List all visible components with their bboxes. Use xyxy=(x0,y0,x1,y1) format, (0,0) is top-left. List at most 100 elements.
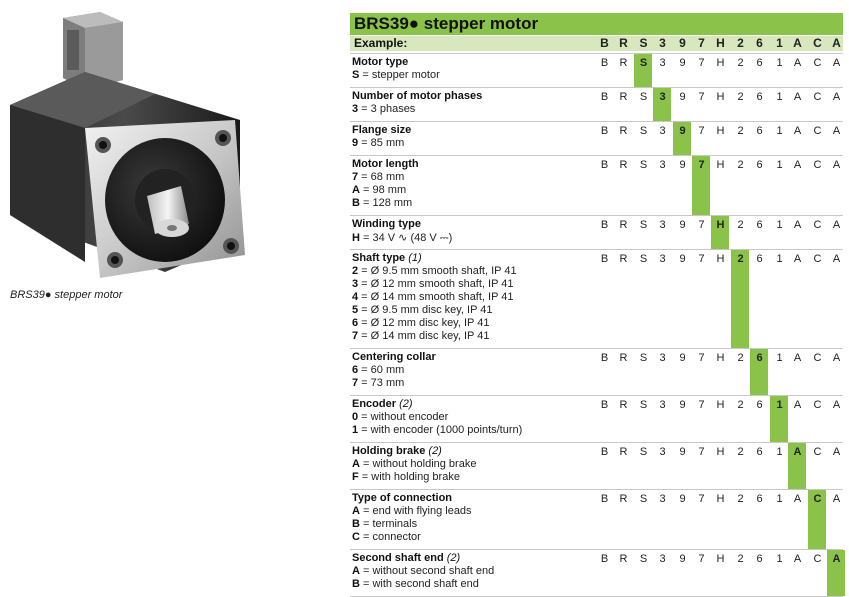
row-code-char: 6 xyxy=(756,91,763,103)
example-code-char: C xyxy=(813,36,822,50)
example-code-char: H xyxy=(716,36,725,50)
table-title: BRS39● stepper motor xyxy=(354,14,539,33)
row-code-char: H xyxy=(716,399,725,411)
row-title-note: (1) xyxy=(408,252,422,264)
option-line: 6 = 60 mm xyxy=(352,364,404,376)
option-code: 3 xyxy=(352,103,359,115)
option-code: 7 xyxy=(352,171,359,183)
row-code-char: 6 xyxy=(756,352,763,364)
option-text: = Ø 12 mm smooth shaft, IP 41 xyxy=(358,278,514,290)
option-text: = Ø 12 mm disc key, IP 41 xyxy=(358,317,490,329)
row-code-char: B xyxy=(600,446,609,458)
option-text: = without second shaft end xyxy=(359,565,495,577)
row-title-text: Second shaft end xyxy=(352,552,444,564)
highlight-column xyxy=(673,122,691,155)
row-code-char: H xyxy=(716,219,725,231)
option-code: 5 xyxy=(352,304,359,316)
row-code-char: 1 xyxy=(776,493,783,505)
row-code-char: 1 xyxy=(776,57,783,69)
row-code-char: 3 xyxy=(659,399,666,411)
row-title: Motor length xyxy=(352,158,419,170)
row-code-char: 1 xyxy=(776,352,783,364)
row-code-char: A xyxy=(793,125,802,137)
row-code-char: 7 xyxy=(698,352,705,364)
highlight-column xyxy=(770,396,788,442)
row-code-char: A xyxy=(832,253,841,265)
row-code-char: S xyxy=(639,253,648,265)
row-code-char: S xyxy=(639,125,648,137)
row-code-char: S xyxy=(639,553,648,565)
row-code-char: S xyxy=(639,446,648,458)
option-code: S xyxy=(352,69,360,81)
row-code-char: A xyxy=(793,553,802,565)
row-code-char: H xyxy=(716,493,725,505)
row-divider xyxy=(350,348,843,349)
row-code-char: A xyxy=(832,446,841,458)
row-title-text: Number of motor phases xyxy=(352,90,483,102)
row-code-char: 3 xyxy=(659,91,666,103)
row-title-note: (2) xyxy=(446,552,461,564)
row-code-char: 9 xyxy=(679,253,686,265)
row-code-char: 3 xyxy=(659,493,666,505)
row-code-char: B xyxy=(600,219,609,231)
row-title: Holding brake (2) xyxy=(352,445,442,457)
stepper-motor-photo xyxy=(10,12,245,278)
row-title-text: Holding brake xyxy=(352,445,426,457)
example-code-char: R xyxy=(619,36,628,50)
option-text: = Ø 9.5 mm smooth shaft, IP 41 xyxy=(358,265,517,277)
row-code-char: 2 xyxy=(737,57,744,69)
option-code: 9 xyxy=(352,137,359,149)
row-code-char: C xyxy=(813,125,822,137)
row-code-char: 1 xyxy=(776,219,783,231)
option-line: A = without holding brake xyxy=(352,458,476,470)
row-divider xyxy=(350,442,843,443)
row-code-char: H xyxy=(716,125,725,137)
row-code-char: 9 xyxy=(679,553,686,565)
row-code-char: 3 xyxy=(659,352,666,364)
row-divider xyxy=(350,87,843,88)
option-text: = 3 phases xyxy=(358,103,416,115)
row-code-char: 7 xyxy=(698,91,705,103)
row-code-char: A xyxy=(832,352,841,364)
row-code-char: 6 xyxy=(756,399,763,411)
option-text: = 85 mm xyxy=(358,137,405,149)
option-code: 1 xyxy=(352,424,359,436)
row-code-char: 9 xyxy=(679,352,686,364)
row-code-char: A xyxy=(832,219,841,231)
row-code-char: 2 xyxy=(737,125,744,137)
option-line: C = connector xyxy=(352,531,421,543)
row-title-text: Flange size xyxy=(352,124,412,136)
row-code-char: A xyxy=(793,253,802,265)
example-code-char: A xyxy=(793,36,802,50)
row-title: Number of motor phases xyxy=(352,90,482,102)
option-text: = Ø 14 mm disc key, IP 41 xyxy=(358,330,490,342)
option-code: B xyxy=(352,518,360,530)
row-code-char: A xyxy=(793,159,802,171)
row-code-char: S xyxy=(639,399,648,411)
example-code-char: 1 xyxy=(776,36,783,50)
row-code-char: C xyxy=(813,352,822,364)
row-code-char: 7 xyxy=(698,493,705,505)
row-divider xyxy=(350,249,843,250)
row-title-text: Winding type xyxy=(352,218,421,230)
option-text: = 128 mm xyxy=(359,197,413,209)
row-title-text: Shaft type xyxy=(352,252,406,264)
row-code-char: R xyxy=(619,493,628,505)
row-code-char: R xyxy=(619,57,628,69)
row-code-char: R xyxy=(619,125,628,137)
row-code-char: 2 xyxy=(737,219,744,231)
row-code-char: 7 xyxy=(698,253,705,265)
row-code-char: 9 xyxy=(679,91,686,103)
option-line: A = 98 mm xyxy=(352,184,406,196)
row-code-char: 2 xyxy=(737,253,744,265)
option-text: = terminals xyxy=(359,518,418,530)
row-code-char: 1 xyxy=(776,125,783,137)
example-code-char: B xyxy=(600,36,609,50)
row-title-text: Motor length xyxy=(352,158,419,170)
option-text: = without encoder xyxy=(358,411,449,423)
row-code-char: 7 xyxy=(698,399,705,411)
highlight-column xyxy=(692,156,710,215)
row-code-char: H xyxy=(716,352,725,364)
